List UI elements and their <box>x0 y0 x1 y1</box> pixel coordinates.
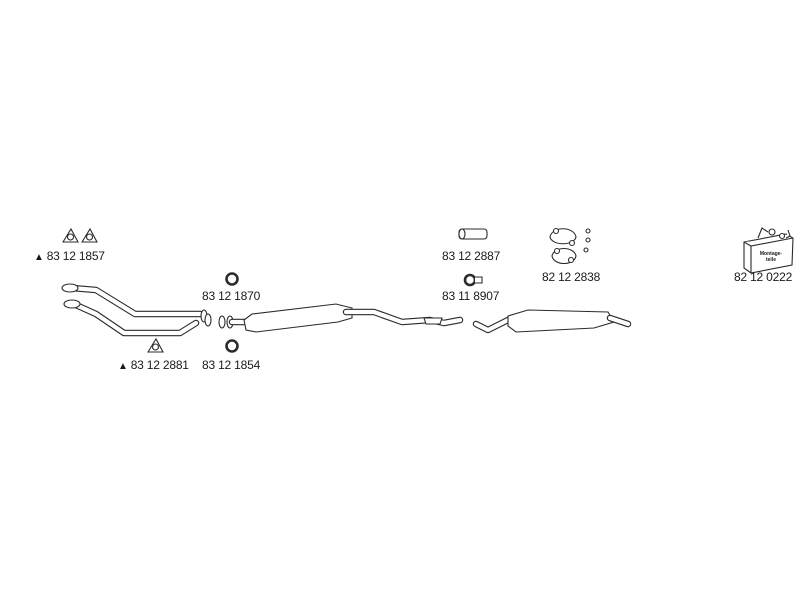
part-number-label: 83 12 1854 <box>202 358 261 372</box>
ring-icon <box>225 339 239 353</box>
front-pipe-lower <box>63 299 200 337</box>
part-number-label: 83 12 2887 <box>442 249 501 263</box>
mounting-kit-box-text-line1: Montage- <box>759 251 783 257</box>
mounting-kit-box-label: Montage- teile <box>753 251 789 263</box>
rubber-mount-icon <box>458 228 488 240</box>
warning-triangle-icon: ▲ <box>34 252 44 263</box>
warning-triangle-icon: ▲ <box>118 361 128 372</box>
part-number-label: ▲83 12 1857 <box>34 249 105 263</box>
mounting-kit-box-icon <box>743 227 794 274</box>
part-number-label: 83 12 1870 <box>202 289 261 303</box>
part-number-label: ▲83 12 2881 <box>118 358 189 372</box>
part-number-label: 82 12 2838 <box>542 270 601 284</box>
part-number-label: 83 11 8907 <box>442 289 500 303</box>
bracket-icon <box>549 227 591 247</box>
ring-icon <box>225 272 239 286</box>
rear-silencer <box>472 309 632 334</box>
triangle-gasket-icon <box>147 337 164 353</box>
part-number-label: 82 12 0222 <box>734 270 793 284</box>
front-pipe-upper <box>61 283 204 318</box>
pipe-flange-small <box>200 309 212 327</box>
triangle-gasket-icon <box>62 227 79 243</box>
bracket-icon <box>551 247 589 265</box>
mounting-kit-box-text-line2: teile <box>765 257 776 263</box>
front-silencer <box>218 303 464 333</box>
clamp-icon <box>463 273 483 287</box>
triangle-gasket-icon <box>81 227 98 243</box>
